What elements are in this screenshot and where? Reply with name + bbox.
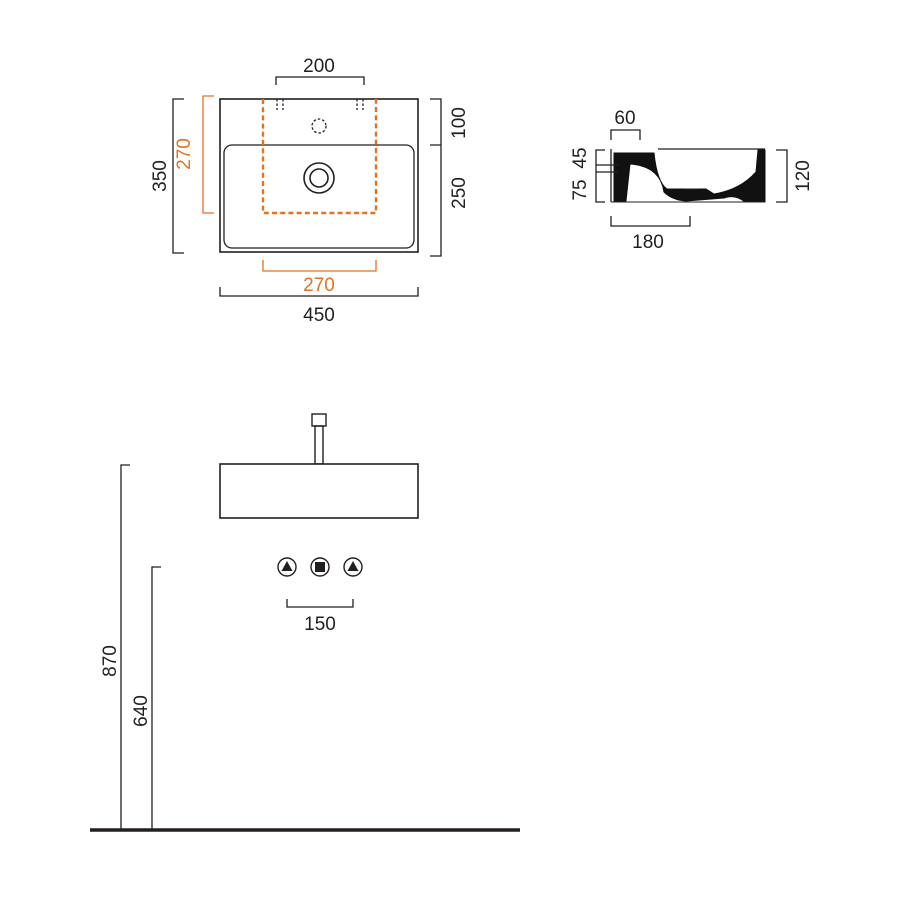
dim-870-line: [120, 464, 130, 830]
dim-180-line: [610, 216, 691, 227]
side-view: 60 45 75 120 180: [570, 108, 814, 253]
drain-inner-icon: [309, 168, 329, 188]
dim-270-horizontal-line: [262, 260, 377, 272]
dim-top-height: 870: [100, 645, 121, 677]
triangle-in-circle-icon: [343, 557, 363, 577]
front-view: 150 870 640: [90, 413, 520, 832]
tap-head: [311, 413, 327, 427]
basin-top-outline: [219, 98, 419, 253]
square-in-circle-icon: [310, 557, 330, 577]
dim-150-line: [286, 599, 354, 608]
section-profile: [613, 149, 766, 203]
tap-hole-icon: [311, 118, 327, 134]
dim-overall-width: 450: [303, 305, 335, 326]
dim-total-height: 120: [793, 160, 814, 192]
dim-base-depth: 180: [632, 232, 664, 253]
dim-bracket-width: 270: [303, 275, 335, 296]
fixing-holes: [276, 99, 364, 110]
dim-100-250-line: [430, 98, 442, 257]
bowl-outline: [223, 144, 415, 249]
dim-overall-depth: 350: [150, 160, 171, 192]
top-view: 200 350 270 100 250 270 450: [150, 56, 470, 326]
tap-body: [314, 425, 324, 465]
drain-outer-icon: [303, 162, 335, 194]
dim-connection-height: 640: [131, 695, 152, 727]
dim-45-75-line: [595, 149, 618, 203]
dim-rim-thickness: 60: [614, 108, 635, 129]
connections: [277, 557, 363, 577]
dim-60-line: [610, 129, 641, 140]
dim-350-line: [172, 98, 184, 254]
dim-connection-spacing: 150: [304, 614, 336, 635]
dim-640-line: [151, 566, 161, 830]
dim-450-line: [219, 287, 419, 297]
dim-200-line: [275, 76, 365, 85]
dim-ledge-depth: 100: [449, 107, 470, 139]
dim-bracket-depth: 270: [174, 138, 195, 170]
side-top-line: [610, 148, 765, 202]
dim-120-line: [776, 149, 788, 203]
dim-tap-spacing: 200: [303, 56, 335, 77]
dim-upper-offset: 45: [570, 147, 591, 168]
basin-front-outline: [219, 463, 419, 519]
dim-270-vertical-line: [202, 95, 214, 214]
dim-lower-offset: 75: [570, 179, 591, 200]
dim-bowl-depth: 250: [449, 177, 470, 209]
triangle-in-circle-icon: [277, 557, 297, 577]
